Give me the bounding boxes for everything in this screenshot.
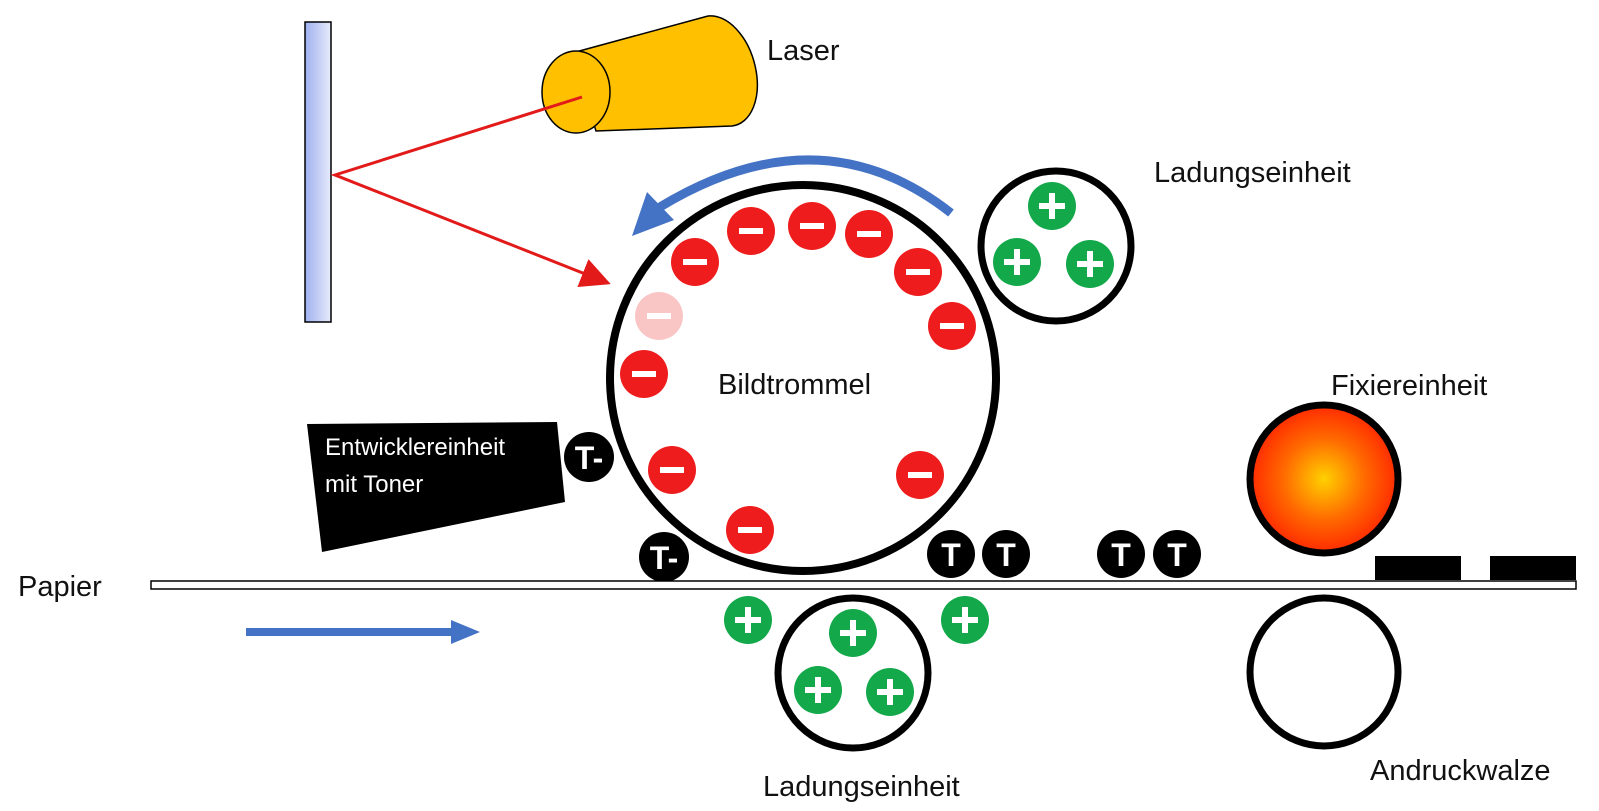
pressure-roller-label: Andruckwalze: [1370, 755, 1551, 787]
negative-charge-icon: [896, 451, 944, 499]
positive-charge-icon: [794, 666, 842, 714]
fuser-label: Fixiereinheit: [1331, 370, 1487, 402]
positive-charges-bottom: [794, 609, 914, 716]
fixed-toner-block: [1490, 556, 1576, 580]
negative-charge-icon-faded: [635, 292, 683, 340]
toner-negative-icon: T-: [564, 432, 614, 482]
negative-charge-icon: [928, 302, 976, 350]
toner-icon: T: [1153, 530, 1201, 578]
image-drum-label: Bildtrommel: [718, 369, 871, 401]
negative-charge-icon: [648, 446, 696, 494]
svg-text:T: T: [1167, 537, 1187, 573]
fixed-toner-block: [1375, 556, 1461, 580]
svg-text:T: T: [996, 537, 1016, 573]
toner-icon: T: [1097, 530, 1145, 578]
toner-icon: T: [982, 530, 1030, 578]
toner-particles: T- T- T T T T: [564, 432, 1201, 582]
negative-charge-icon: [671, 238, 719, 286]
positive-charge-icon: [1028, 182, 1076, 230]
svg-text:T-: T-: [575, 440, 603, 476]
paper-strip: [150, 580, 1577, 590]
negative-charge-icon: [620, 350, 668, 398]
negative-charge-icon: [726, 506, 774, 554]
positive-charge-icon: [829, 609, 877, 657]
charging-unit-bottom-label: Ladungseinheit: [763, 771, 960, 803]
toner-icon: T: [927, 530, 975, 578]
fuser-unit: [1246, 401, 1402, 557]
drum-rotation-arrow: [632, 155, 954, 236]
developer-unit-label-line2: mit Toner: [325, 471, 423, 498]
paper-label: Papier: [18, 571, 102, 603]
svg-text:T: T: [1111, 537, 1131, 573]
developer-unit-label-line1: Entwicklereinheit: [325, 434, 505, 461]
positive-charge-icon: [993, 238, 1041, 286]
laser-icon: [541, 15, 759, 134]
svg-text:T: T: [941, 537, 961, 573]
toner-negative-icon: T-: [639, 532, 689, 582]
positive-charge-icon: [866, 668, 914, 716]
positive-charges-top: [993, 182, 1114, 288]
laser-beam: [330, 95, 611, 288]
negative-charge-icon: [788, 202, 836, 250]
mirror: [304, 21, 332, 323]
paper-direction-arrow: [246, 620, 480, 644]
charging-unit-top-label: Ladungseinheit: [1154, 157, 1351, 189]
positive-charge-icon: [1066, 240, 1114, 288]
negative-charge-icon: [894, 248, 942, 296]
developer-unit: [307, 422, 565, 552]
negative-charges: [620, 202, 976, 554]
laser-label: Laser: [767, 35, 840, 67]
svg-text:T-: T-: [650, 540, 678, 576]
positive-charge-icon: [941, 596, 989, 644]
negative-charge-icon: [727, 207, 775, 255]
negative-charge-icon: [845, 210, 893, 258]
positive-charge-icon: [724, 596, 772, 644]
pressure-roller: [1246, 594, 1402, 750]
